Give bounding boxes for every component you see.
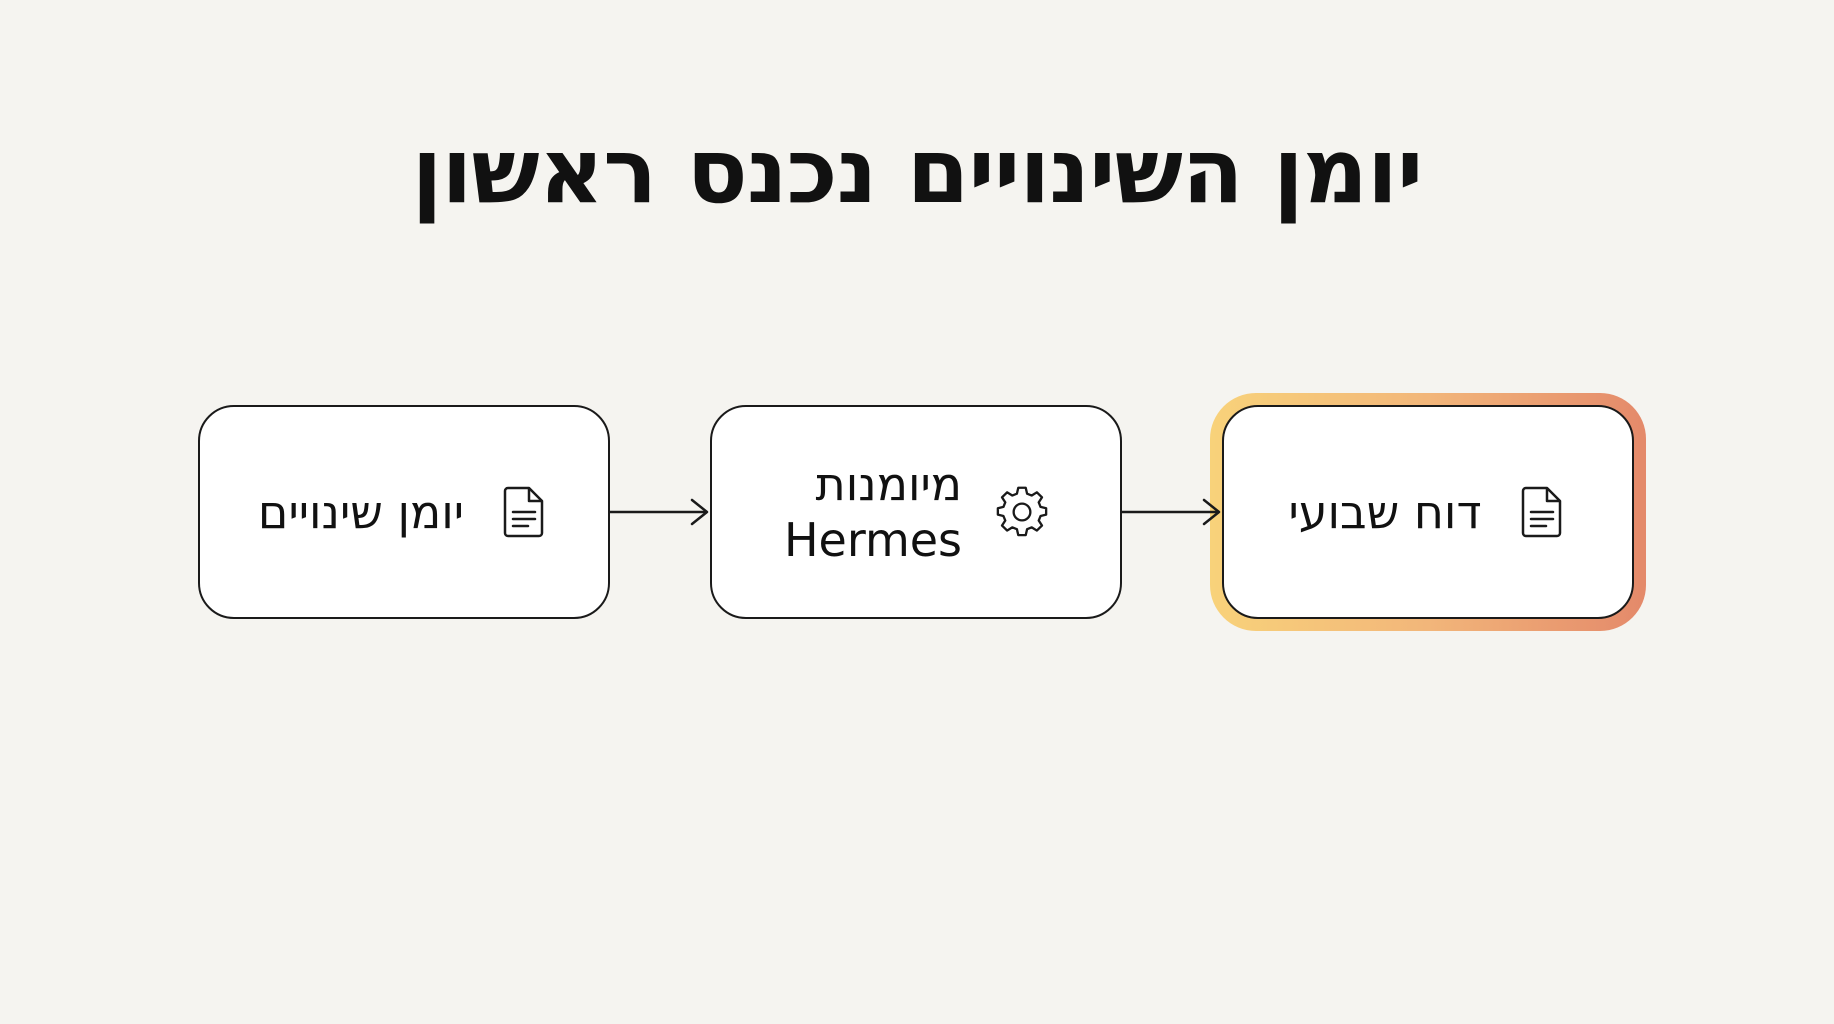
diagram-title: יומן השינויים נכנס ראשון [411, 119, 1424, 224]
arrow-1 [610, 498, 709, 526]
document-icon [498, 483, 550, 541]
document-icon [1516, 483, 1568, 541]
node-label-line: מיומנות [815, 456, 963, 511]
gear-icon [996, 483, 1048, 541]
node-label: דוח שבועי [1288, 484, 1481, 540]
node-changelog: יומן שינויים [198, 405, 610, 619]
node-hermes-skill: מיומנות Hermes [710, 405, 1122, 619]
node-label-line: יומן שינויים [257, 484, 465, 539]
node-label: יומן שינויים [258, 484, 464, 540]
node-label-line: Hermes [783, 513, 963, 567]
node-weekly-report: דוח שבועי [1222, 405, 1634, 619]
node-label-line: דוח שבועי [1288, 484, 1482, 539]
arrow-2 [1122, 498, 1221, 526]
node-label: מיומנות Hermes [784, 456, 962, 568]
